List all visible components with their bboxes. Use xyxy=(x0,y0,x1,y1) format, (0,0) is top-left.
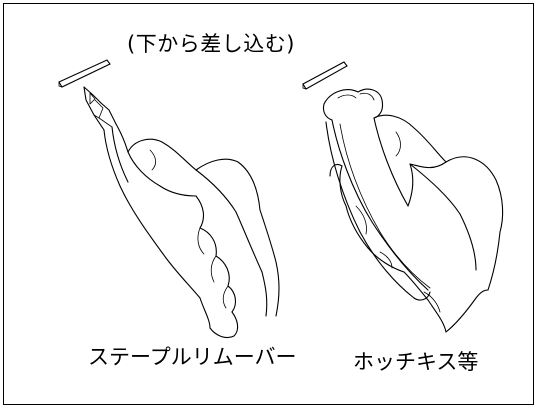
stapler-icon xyxy=(322,88,431,301)
staple-right-icon xyxy=(302,61,348,90)
staple-remover-icon xyxy=(83,86,201,299)
staple-left-icon xyxy=(58,59,111,88)
stapler-caption: ホッチキス等 xyxy=(353,350,479,374)
insertion-note: (下から差し込む) xyxy=(127,32,295,56)
left-hand-icon xyxy=(127,138,280,339)
staple-remover-caption: ステープルリムーバー xyxy=(88,345,297,369)
right-hand-icon xyxy=(329,114,504,333)
